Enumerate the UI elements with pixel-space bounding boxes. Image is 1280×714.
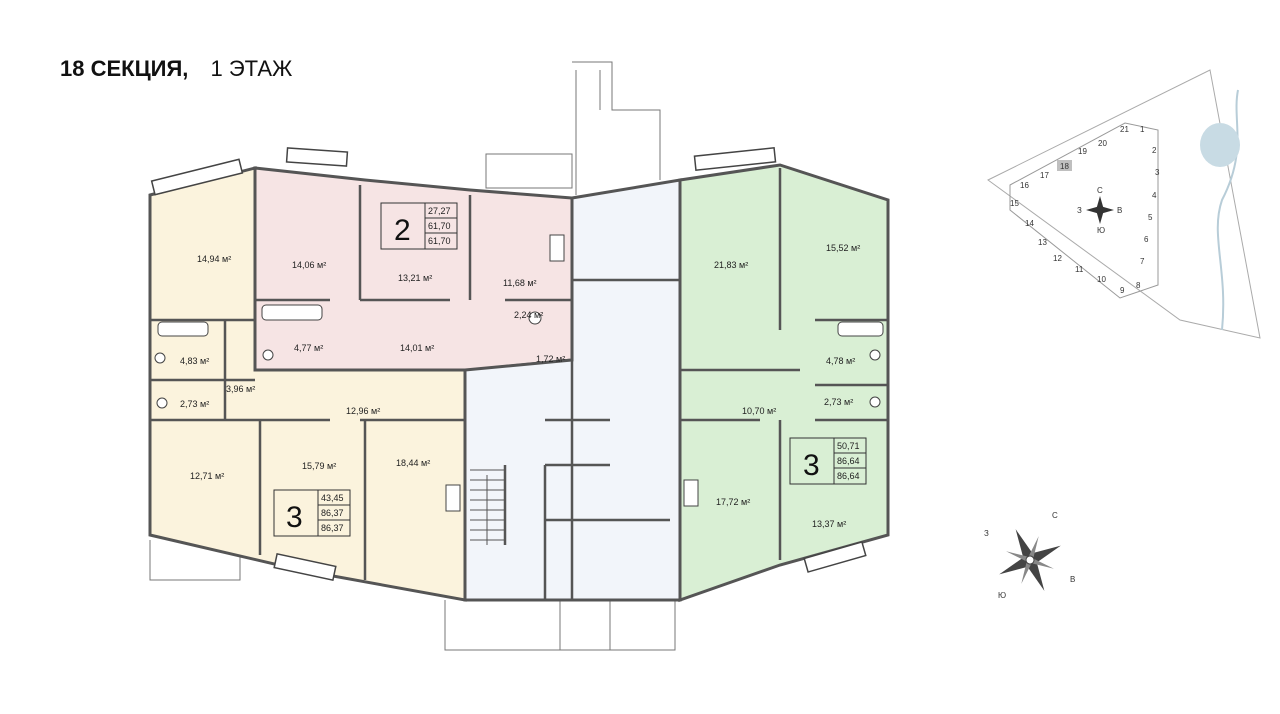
room-area-label: 21,83 м² bbox=[714, 260, 748, 270]
apartment-badge-3-right: 3 50,71 86,64 86,64 bbox=[789, 437, 867, 485]
building-number: 7 bbox=[1140, 257, 1145, 266]
room-area-label: 13,37 м² bbox=[812, 519, 846, 529]
building-markers: 1 2 3 4 5 6 7 8 9 10 11 12 13 14 15 16 1… bbox=[1010, 125, 1160, 295]
room-area-label: 15,52 м² bbox=[826, 243, 860, 253]
building-number: 18 bbox=[1060, 162, 1069, 171]
room-area-label: 11,68 м² bbox=[503, 278, 537, 288]
building-number: 1 bbox=[1140, 125, 1145, 134]
building-number: 13 bbox=[1038, 238, 1047, 247]
windows bbox=[150, 147, 867, 581]
river bbox=[1216, 89, 1239, 331]
building-number: 20 bbox=[1098, 139, 1107, 148]
apartment-3-right-area bbox=[678, 163, 890, 603]
total-area-with-balcony: 86,64 bbox=[837, 471, 860, 481]
room-area-label: 4,83 м² bbox=[180, 356, 209, 366]
total-area-with-balcony: 61,70 bbox=[428, 236, 451, 246]
living-area: 43,45 bbox=[321, 493, 344, 503]
total-area: 86,37 bbox=[321, 508, 344, 518]
staircase bbox=[470, 469, 505, 545]
compass-west: З bbox=[1077, 206, 1082, 215]
total-area-with-balcony: 86,37 bbox=[321, 523, 344, 533]
building-number: 10 bbox=[1097, 275, 1106, 284]
compass-west: З bbox=[984, 529, 989, 538]
top-balcony bbox=[485, 153, 573, 189]
building-number: 17 bbox=[1040, 171, 1049, 180]
compass-north: С bbox=[1052, 511, 1058, 520]
building-number: 19 bbox=[1078, 147, 1087, 156]
rooms-count: 3 bbox=[286, 501, 303, 534]
top-stair-outline bbox=[572, 61, 661, 180]
room-labels: 14,94 м² 14,06 м² 13,21 м² 11,68 м² 2,24… bbox=[180, 243, 860, 529]
room-area-label: 10,70 м² bbox=[742, 406, 776, 416]
building-number: 6 bbox=[1144, 235, 1149, 244]
compass-south: Ю bbox=[998, 591, 1006, 600]
rooms-count: 2 bbox=[394, 214, 411, 247]
total-area: 86,64 bbox=[837, 456, 860, 466]
compass-rose bbox=[999, 529, 1061, 591]
room-area-label: 2,24 м² bbox=[514, 310, 543, 320]
site-compass: С Ю З В bbox=[1077, 186, 1122, 235]
room-area-label: 2,73 м² bbox=[824, 397, 853, 407]
room-area-label: 2,73 м² bbox=[180, 399, 209, 409]
room-area-label: 12,71 м² bbox=[190, 471, 224, 481]
rooms-count: 3 bbox=[803, 449, 820, 482]
building-number: 14 bbox=[1025, 219, 1034, 228]
building-number: 12 bbox=[1053, 254, 1062, 263]
building-number: 16 bbox=[1020, 181, 1029, 190]
page-title: 18 СЕКЦИЯ, 1 ЭТАЖ bbox=[60, 56, 292, 82]
compass-east: В bbox=[1070, 575, 1075, 584]
highlighted-building bbox=[1057, 160, 1072, 171]
compass-north: С bbox=[1097, 186, 1103, 195]
building-number: 8 bbox=[1136, 281, 1141, 290]
compass-south: Ю bbox=[1097, 226, 1105, 235]
apartment-badge-2: 2 27,27 61,70 61,70 bbox=[380, 202, 458, 250]
living-area: 27,27 bbox=[428, 206, 451, 216]
room-area-label: 15,79 м² bbox=[302, 461, 336, 471]
building-number: 2 bbox=[1152, 146, 1157, 155]
section-label: 18 СЕКЦИЯ, bbox=[60, 56, 189, 81]
floor-label: 1 ЭТАЖ bbox=[210, 56, 293, 81]
room-area-label: 14,06 м² bbox=[292, 260, 326, 270]
left-balcony bbox=[149, 540, 241, 581]
room-area-label: 14,94 м² bbox=[197, 254, 231, 264]
room-area-label: 12,96 м² bbox=[346, 406, 380, 416]
building-number: 21 bbox=[1120, 125, 1129, 134]
room-area-label: 14,01 м² bbox=[400, 343, 434, 353]
room-area-label: 1,72 м² bbox=[536, 354, 565, 364]
room-area-label: 4,77 м² bbox=[294, 343, 323, 353]
building-number: 15 bbox=[1010, 199, 1019, 208]
room-area-label: 4,78 м² bbox=[826, 356, 855, 366]
bathroom-fixtures bbox=[154, 234, 884, 512]
room-area-label: 13,21 м² bbox=[398, 273, 432, 283]
interior-walls bbox=[150, 168, 888, 600]
site-map: 1 2 3 4 5 6 7 8 9 10 11 12 13 14 15 16 1… bbox=[987, 69, 1261, 339]
total-area: 61,70 bbox=[428, 221, 451, 231]
room-area-label: 18,44 м² bbox=[396, 458, 430, 468]
apartment-badge-3-left: 3 43,45 86,37 86,37 bbox=[273, 489, 351, 537]
building-number: 5 bbox=[1148, 213, 1153, 222]
building-number: 9 bbox=[1120, 286, 1125, 295]
building-number: 4 bbox=[1152, 191, 1157, 200]
compass-east: В bbox=[1117, 206, 1122, 215]
lake bbox=[1200, 123, 1240, 167]
building-number: 11 bbox=[1075, 265, 1084, 274]
room-area-label: 17,72 м² bbox=[716, 497, 750, 507]
room-area-label: 3,96 м² bbox=[226, 384, 255, 394]
building-number: 3 bbox=[1155, 168, 1160, 177]
living-area: 50,71 bbox=[837, 441, 860, 451]
